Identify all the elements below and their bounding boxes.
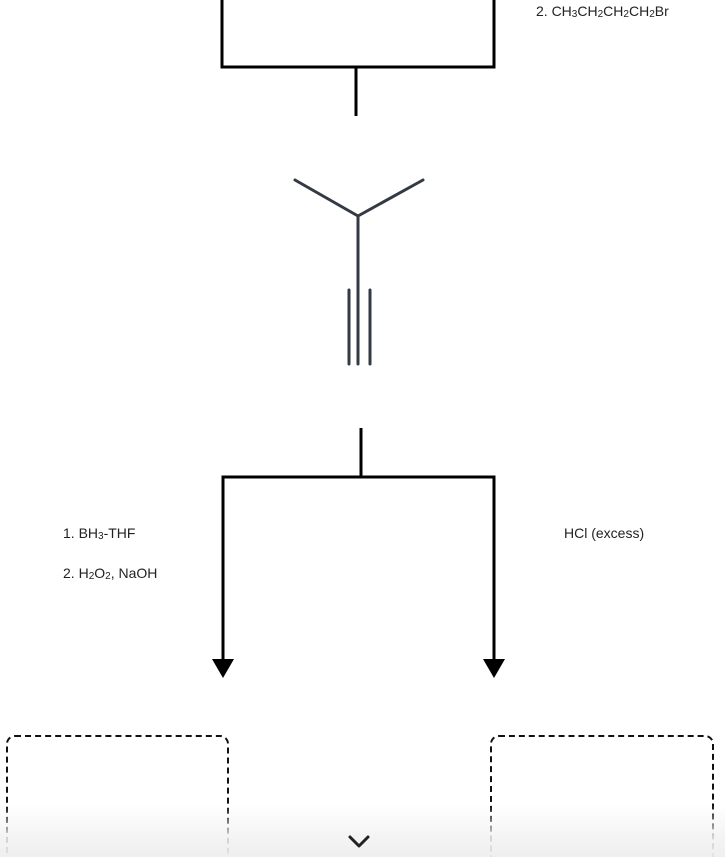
top-bracket-connector	[220, 0, 496, 69]
reagent-text: HCl (excess)	[564, 525, 645, 541]
scroll-fade-overlay	[0, 805, 725, 857]
reagent-left-step1: 1. BH3-THF	[63, 525, 136, 542]
reagent-right: HCl (excess)	[564, 525, 644, 541]
reagent-text: 1. BH3-THF	[63, 525, 136, 542]
right-product-drop-zone[interactable]	[490, 735, 714, 857]
reagent-text: 2. H2O2, NaOH	[63, 565, 158, 582]
branch-connector	[221, 475, 496, 660]
reagent-left-step2: 2. H2O2, NaOH	[63, 565, 158, 582]
reagent-text: 2. CH3CH2CH2CH2Br	[536, 3, 669, 20]
left-product-drop-zone[interactable]	[6, 735, 229, 857]
alkyne-molecule[interactable]	[293, 178, 425, 366]
reagent-top-right-step2: 2. CH3CH2CH2CH2Br	[536, 3, 669, 20]
right-arrowhead	[483, 659, 505, 678]
left-arrowhead	[212, 659, 234, 678]
scroll-down-button[interactable]	[347, 832, 371, 852]
chevron-down-icon	[348, 835, 370, 848]
